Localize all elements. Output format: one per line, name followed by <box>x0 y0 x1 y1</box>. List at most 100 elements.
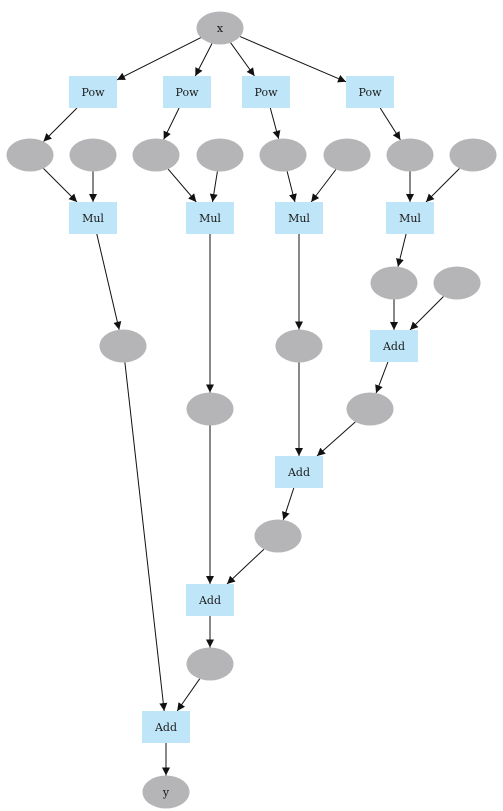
variable-ellipse <box>346 392 394 426</box>
edge-pow4-to-p4 <box>379 107 401 141</box>
edge-x-to-pow1 <box>116 37 202 81</box>
op-box <box>186 584 234 616</box>
op-node-add1: Add <box>370 330 418 362</box>
variable-ellipse <box>259 138 307 172</box>
variable-node-c2 <box>196 138 244 172</box>
variable-ellipse <box>69 138 117 172</box>
variable-ellipse <box>449 138 497 172</box>
edge-a3-to-add4 <box>176 678 201 712</box>
variable-node-p2 <box>132 138 180 172</box>
edge-mul1-to-m1 <box>96 233 122 330</box>
node-label: Add <box>154 721 177 734</box>
edges-layer <box>43 36 460 776</box>
op-node-add2: Add <box>275 456 323 488</box>
variable-node-m2 <box>186 392 234 426</box>
variable-node-p3 <box>259 138 307 172</box>
edge-c3-to-mul3 <box>310 169 337 203</box>
node-label: Pow <box>255 86 279 99</box>
variable-node-a2 <box>254 519 302 553</box>
variable-node-a3 <box>186 647 234 681</box>
op-box <box>142 711 190 743</box>
edge-pow1-to-p1 <box>43 107 78 142</box>
op-box <box>275 202 323 234</box>
op-node-pow2: Pow <box>163 76 211 108</box>
variable-ellipse <box>323 138 371 172</box>
variable-node-m4 <box>370 266 418 300</box>
variable-ellipse <box>196 138 244 172</box>
variable-ellipse <box>254 519 302 553</box>
op-node-add3: Add <box>186 584 234 616</box>
edge-a2-to-add3 <box>226 548 265 585</box>
op-box <box>370 330 418 362</box>
op-box <box>163 76 211 108</box>
variable-node-p1 <box>6 138 54 172</box>
node-label: Pow <box>359 86 383 99</box>
op-box <box>69 76 117 108</box>
variable-ellipse <box>132 138 180 172</box>
edge-pow2-to-p2 <box>163 107 180 140</box>
node-label: Add <box>382 340 405 353</box>
variable-ellipse <box>196 11 244 45</box>
variable-node-y: y <box>142 775 190 809</box>
variable-ellipse <box>186 392 234 426</box>
variable-ellipse <box>433 266 481 300</box>
op-node-mul4: Mul <box>386 202 434 234</box>
op-box <box>242 76 290 108</box>
variable-node-m1 <box>99 329 147 363</box>
edge-x-to-pow2 <box>194 43 213 77</box>
edge-k-to-add1 <box>409 296 444 331</box>
variable-node-k <box>433 266 481 300</box>
op-box <box>275 456 323 488</box>
variable-node-p4 <box>386 138 434 172</box>
op-node-mul2: Mul <box>186 202 234 234</box>
edge-c4-to-mul4 <box>425 168 460 203</box>
variable-ellipse <box>6 138 54 172</box>
node-label: Mul <box>199 212 221 225</box>
op-node-mul3: Mul <box>275 202 323 234</box>
variable-node-x: x <box>196 11 244 45</box>
variable-node-c4 <box>449 138 497 172</box>
node-label: Pow <box>82 86 106 99</box>
variable-ellipse <box>386 138 434 172</box>
node-label: y <box>162 786 170 799</box>
variable-node-c1 <box>69 138 117 172</box>
op-node-pow3: Pow <box>242 76 290 108</box>
edge-a1-to-add2 <box>316 421 356 457</box>
op-node-pow4: Pow <box>346 76 394 108</box>
op-node-pow1: Pow <box>69 76 117 108</box>
node-label: Add <box>287 466 310 479</box>
variable-ellipse <box>99 329 147 363</box>
variable-ellipse <box>370 266 418 300</box>
edge-x-to-pow4 <box>239 36 347 83</box>
edge-pow3-to-p3 <box>269 107 281 139</box>
edge-add2-to-a2 <box>282 487 295 521</box>
edge-p2-to-mul2 <box>167 168 197 203</box>
node-label: Mul <box>399 212 421 225</box>
variable-node-a1 <box>346 392 394 426</box>
node-label: Mul <box>288 212 310 225</box>
variable-ellipse <box>142 775 190 809</box>
edge-p1-to-mul1 <box>43 168 78 203</box>
node-label: Add <box>198 594 221 607</box>
edge-x-to-pow3 <box>230 42 255 77</box>
edge-mul4-to-m4 <box>396 233 407 267</box>
op-box <box>186 202 234 234</box>
op-box <box>346 76 394 108</box>
edge-c2-to-mul2 <box>209 171 218 203</box>
variable-ellipse <box>186 647 234 681</box>
variable-node-c3 <box>323 138 371 172</box>
variable-ellipse <box>275 329 323 363</box>
op-node-mul1: Mul <box>69 202 117 234</box>
op-node-add4: Add <box>142 711 190 743</box>
op-box <box>386 202 434 234</box>
node-label: x <box>217 22 224 35</box>
op-box <box>69 202 117 234</box>
edge-p3-to-mul3 <box>286 171 297 203</box>
node-label: Pow <box>176 86 200 99</box>
edge-add1-to-a1 <box>375 361 389 394</box>
edge-m1-to-add4 <box>124 362 168 712</box>
variable-node-m3 <box>275 329 323 363</box>
node-label: Mul <box>82 212 104 225</box>
